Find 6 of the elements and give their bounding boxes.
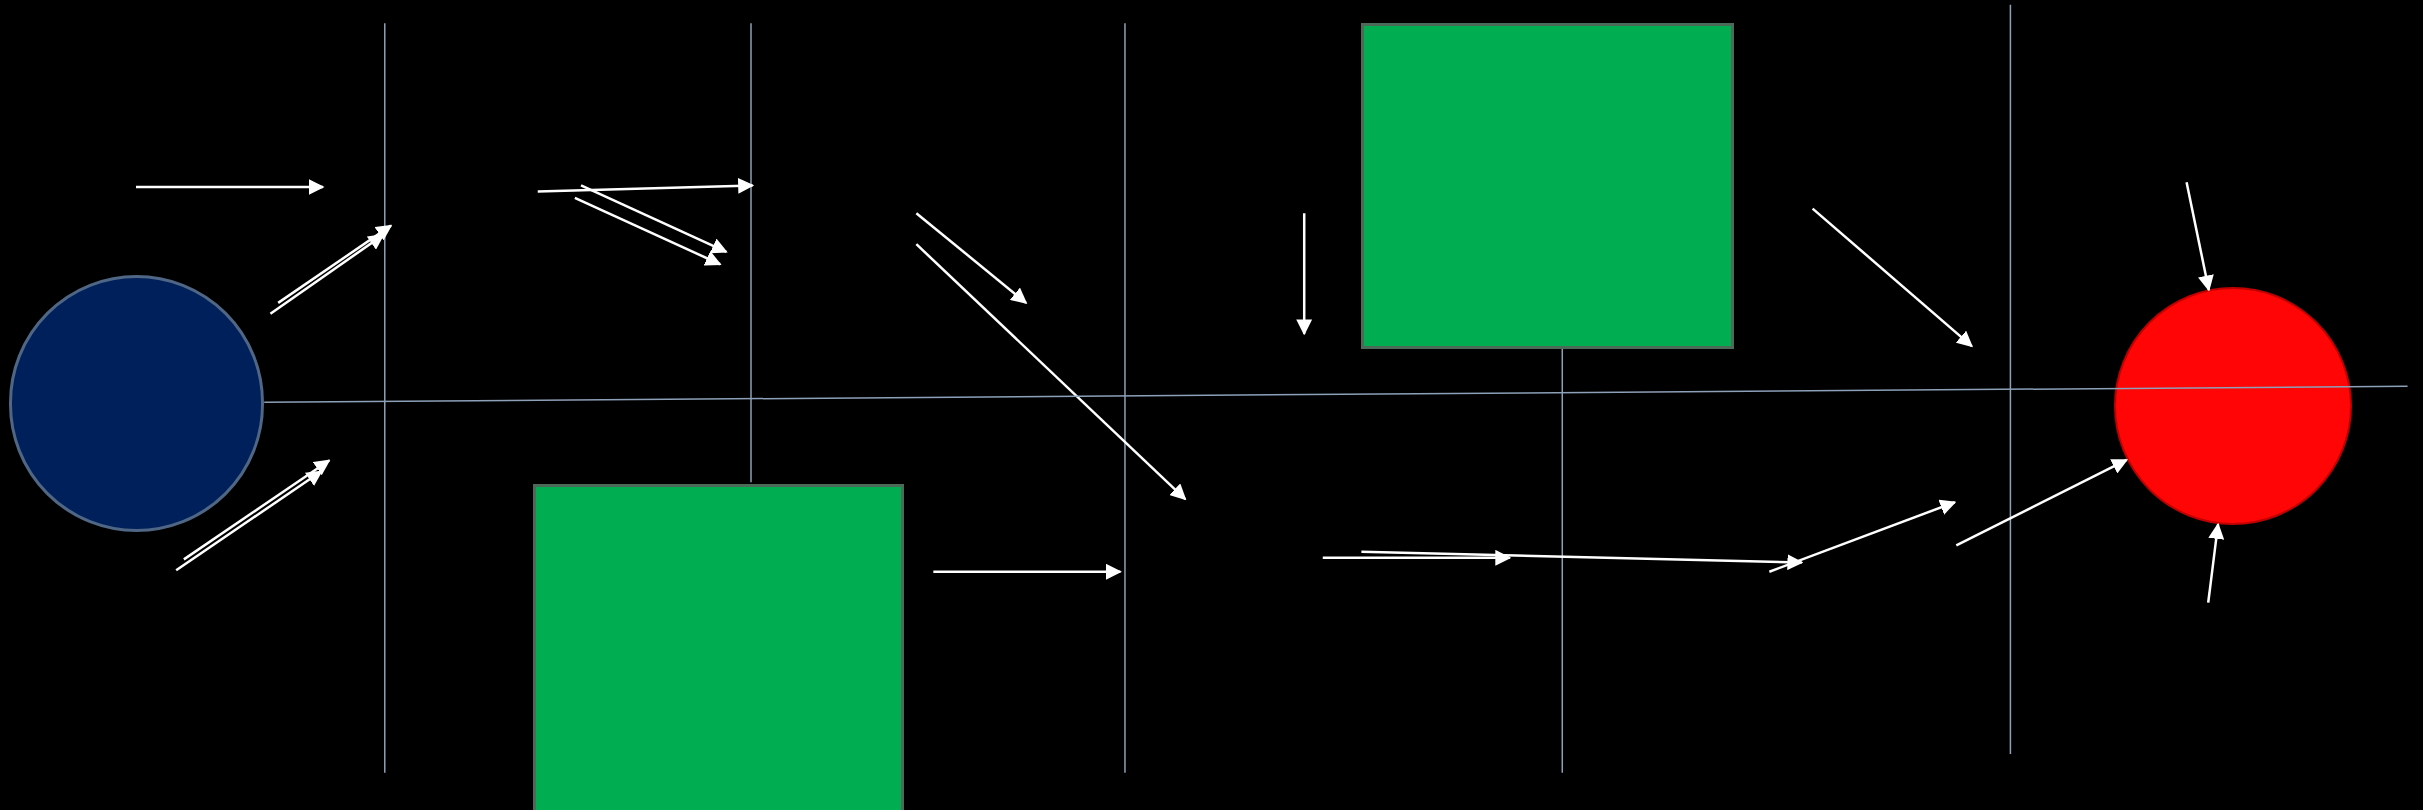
arrow xyxy=(1955,458,2129,547)
arrow xyxy=(2185,182,2214,292)
square-shape xyxy=(533,483,904,810)
arrow xyxy=(2206,522,2225,603)
connector-line xyxy=(263,385,2409,404)
square-shape xyxy=(1361,23,1734,350)
